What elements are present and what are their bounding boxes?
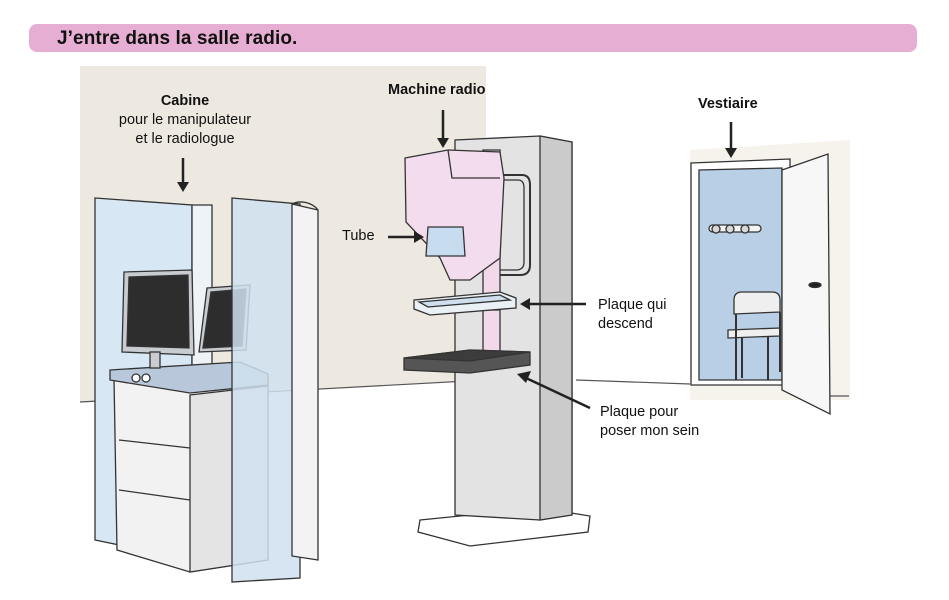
changing-room: [690, 153, 831, 416]
label-plaque-pour-poser: Plaque pour poser mon sein: [600, 403, 699, 441]
tube-head: [404, 149, 505, 281]
label-plaque-haut-line1: Plaque qui: [598, 297, 667, 313]
chair: [733, 291, 781, 315]
label-vestiaire: Vestiaire: [698, 95, 758, 114]
floor-line-right: [575, 379, 691, 385]
label-plaque-bas-line2: poser mon sein: [600, 423, 700, 439]
label-tube: Tube: [342, 228, 375, 244]
tube-cone: [425, 226, 466, 257]
label-plaque-bas-line1: Plaque pour: [600, 404, 679, 420]
mammography-machine: [403, 135, 591, 547]
label-cabine-title: Cabine: [160, 93, 210, 109]
label-machine-text: Machine radio: [388, 82, 486, 98]
section-title: J’entre dans la salle radio.: [57, 28, 298, 49]
control-cabin: [94, 197, 319, 583]
label-vestiaire-text: Vestiaire: [698, 96, 758, 112]
label-cabine-line1: pour le manipulateur: [118, 112, 252, 128]
changing-room-door: [781, 153, 831, 416]
machine-handle: [500, 174, 531, 276]
label-plaque-qui-descend: Plaque qui descend: [598, 296, 667, 334]
section-header-bar: J’entre dans la salle radio.: [29, 24, 917, 52]
label-cabine-line2: et le radiologue: [135, 131, 235, 147]
label-machine-radio: Machine radio: [388, 81, 486, 100]
label-cabine: Cabine pour le manipulateur et le radiol…: [85, 92, 285, 149]
pointer-arrows: [177, 110, 737, 410]
label-plaque-haut-line2: descend: [598, 316, 653, 332]
